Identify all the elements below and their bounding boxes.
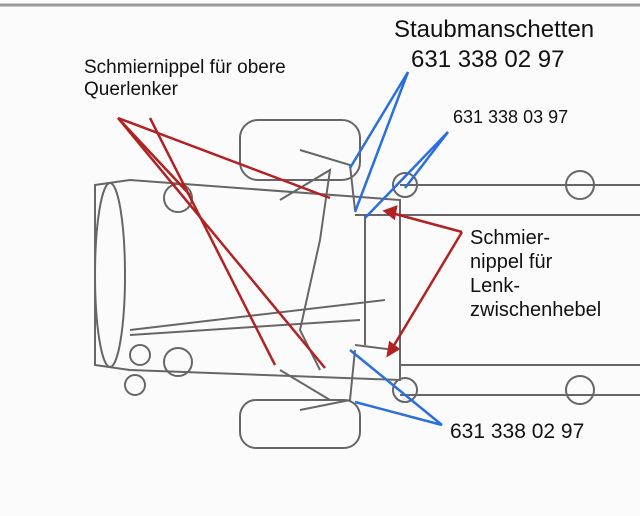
frame-rails	[400, 184, 640, 396]
dust-boots-part-top: 631 338 02 97	[411, 46, 565, 73]
upper-arm-grease-line2: Querlenker	[84, 78, 178, 100]
upper-arm-grease-line1: Schmiernippel für obere	[84, 57, 286, 78]
blue-leader-lines	[348, 71, 449, 427]
lower-wheel	[239, 399, 361, 449]
dust-boots-part-bottom: 631 338 02 97	[450, 420, 585, 443]
idler-grease-line3: Lenk-	[470, 275, 521, 297]
idler-grease-line1: Schmier-	[470, 227, 551, 249]
idler-grease-line2: nippel für	[470, 251, 553, 273]
idler-grease-line4: zwischenhebel	[470, 299, 602, 321]
dust-boots-title: Staubmanschetten	[394, 16, 595, 43]
dust-boots-part-mid: 631 338 03 97	[453, 107, 569, 127]
red-leader-lines	[117, 116, 464, 369]
